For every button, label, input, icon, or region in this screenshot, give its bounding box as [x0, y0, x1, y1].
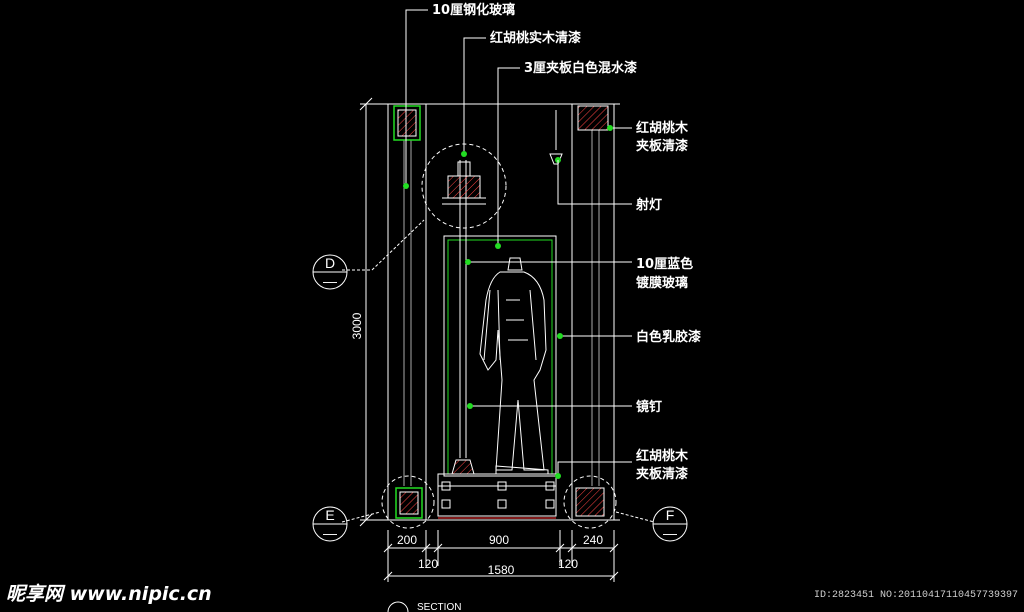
label-walnut-plywood-top-2: 夹板清漆: [636, 138, 688, 154]
section-marker-f: F —: [652, 506, 688, 542]
label-blue-glass-2: 镀膜玻璃: [636, 275, 688, 291]
watermark: 昵享网 www.nipic.cn: [6, 583, 212, 605]
image-id: ID:2823451 NO:20110417110457739397: [814, 590, 1018, 601]
label-plywood-white-paint: 3厘夹板白色混水漆: [524, 60, 637, 76]
section-marker-e-letter: E: [325, 507, 334, 523]
dim-center: 900: [489, 533, 509, 547]
bottom-left-block: [395, 487, 423, 519]
label-walnut-plywood-top-1: 红胡桃木: [636, 120, 689, 136]
leader-dots: [403, 125, 613, 479]
detail-circle-bottom-right: [563, 475, 617, 529]
dim-height: 3000: [350, 312, 364, 339]
label-white-latex: 白色乳胶漆: [636, 329, 701, 345]
label-tempered-glass: 10厘钢化玻璃: [432, 2, 515, 18]
spotlight-fixture: [549, 110, 563, 165]
dimension-lines: [359, 97, 619, 582]
section-marker-f-letter: F: [666, 507, 675, 523]
label-mirror-nail: 镜钉: [636, 399, 662, 415]
leader-lines: [341, 9, 655, 523]
dim-total: 1580: [488, 563, 515, 577]
detail-circle-upper: [421, 143, 507, 229]
label-walnut-plywood-bottom-2: 夹板清漆: [636, 466, 688, 482]
top-left-block: [393, 105, 421, 141]
section-title-block: SECTION: [387, 601, 461, 612]
section-marker-e-sub: —: [323, 525, 337, 541]
section-title: SECTION: [417, 602, 461, 612]
dim-left-pillar: 200: [397, 533, 417, 547]
section-marker-d-letter: D: [325, 255, 335, 271]
section-marker-d: D —: [312, 254, 348, 290]
section-marker-e: E —: [312, 506, 348, 542]
dim-right-pillar: 240: [583, 533, 603, 547]
label-blue-glass-1: 10厘蓝色: [636, 256, 693, 272]
mannequin-figure: [479, 257, 549, 475]
section-marker-d-sub: —: [323, 273, 337, 289]
display-box: [437, 160, 557, 519]
label-spotlight: 射灯: [635, 197, 662, 213]
label-walnut-plywood-bottom-1: 红胡桃木: [636, 448, 689, 464]
frame: [360, 103, 620, 521]
dim-left-gap: 120: [418, 557, 438, 571]
label-walnut-solid-wood: 红胡桃实木清漆: [490, 30, 581, 46]
bottom-right-block: [575, 487, 605, 517]
dim-right-gap: 120: [558, 557, 578, 571]
top-right-block: [577, 105, 609, 131]
section-marker-f-sub: —: [663, 525, 677, 541]
detail-circle-bottom-left: [381, 475, 435, 529]
